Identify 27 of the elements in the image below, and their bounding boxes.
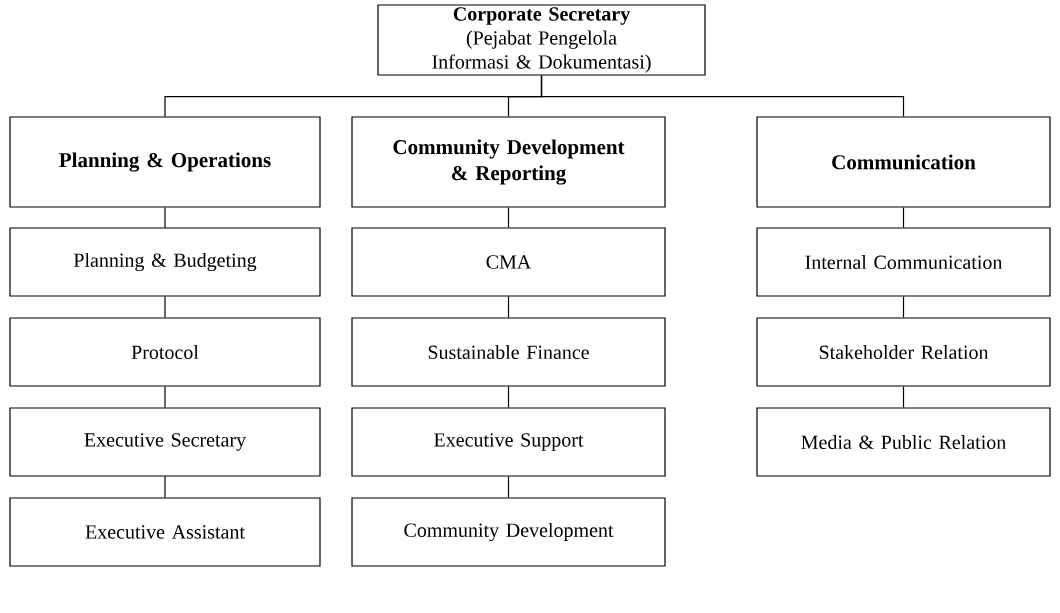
unit-box: Media & Public Relation	[756, 407, 1051, 477]
connector-line	[507, 476, 510, 498]
unit-box: Executive Assistant	[9, 497, 321, 567]
unit-box: Executive Secretary	[9, 407, 321, 477]
unit-box: Planning & Budgeting	[9, 227, 321, 297]
unit-box: CMA	[351, 227, 666, 297]
connector-line	[164, 386, 166, 408]
unit-box: Community Development	[351, 497, 666, 567]
unit-box: Executive Support	[351, 407, 666, 477]
unit-box: Stakeholder Relation	[756, 317, 1051, 387]
unit-box: Sustainable Finance	[351, 317, 666, 387]
title-box: Corporate Secretary (Pejabat Pengelola Informasi & Dokumentasi)	[377, 4, 706, 76]
unit-box: Internal Communication	[756, 227, 1051, 297]
connector-line	[902, 386, 905, 408]
connector-line	[540, 75, 905, 117]
department-box: Community Development & Reporting	[351, 116, 666, 208]
connector-line	[164, 296, 166, 318]
connector-line	[507, 296, 510, 318]
connector-line	[164, 207, 166, 228]
connector-line	[902, 207, 905, 228]
connector-line	[902, 296, 905, 318]
department-box: Communication	[756, 116, 1051, 208]
connector-line	[164, 476, 166, 498]
department-box: Planning & Operations	[9, 116, 321, 208]
unit-box: Protocol	[9, 317, 321, 387]
connector-line	[507, 207, 510, 228]
connector-line	[507, 386, 510, 408]
